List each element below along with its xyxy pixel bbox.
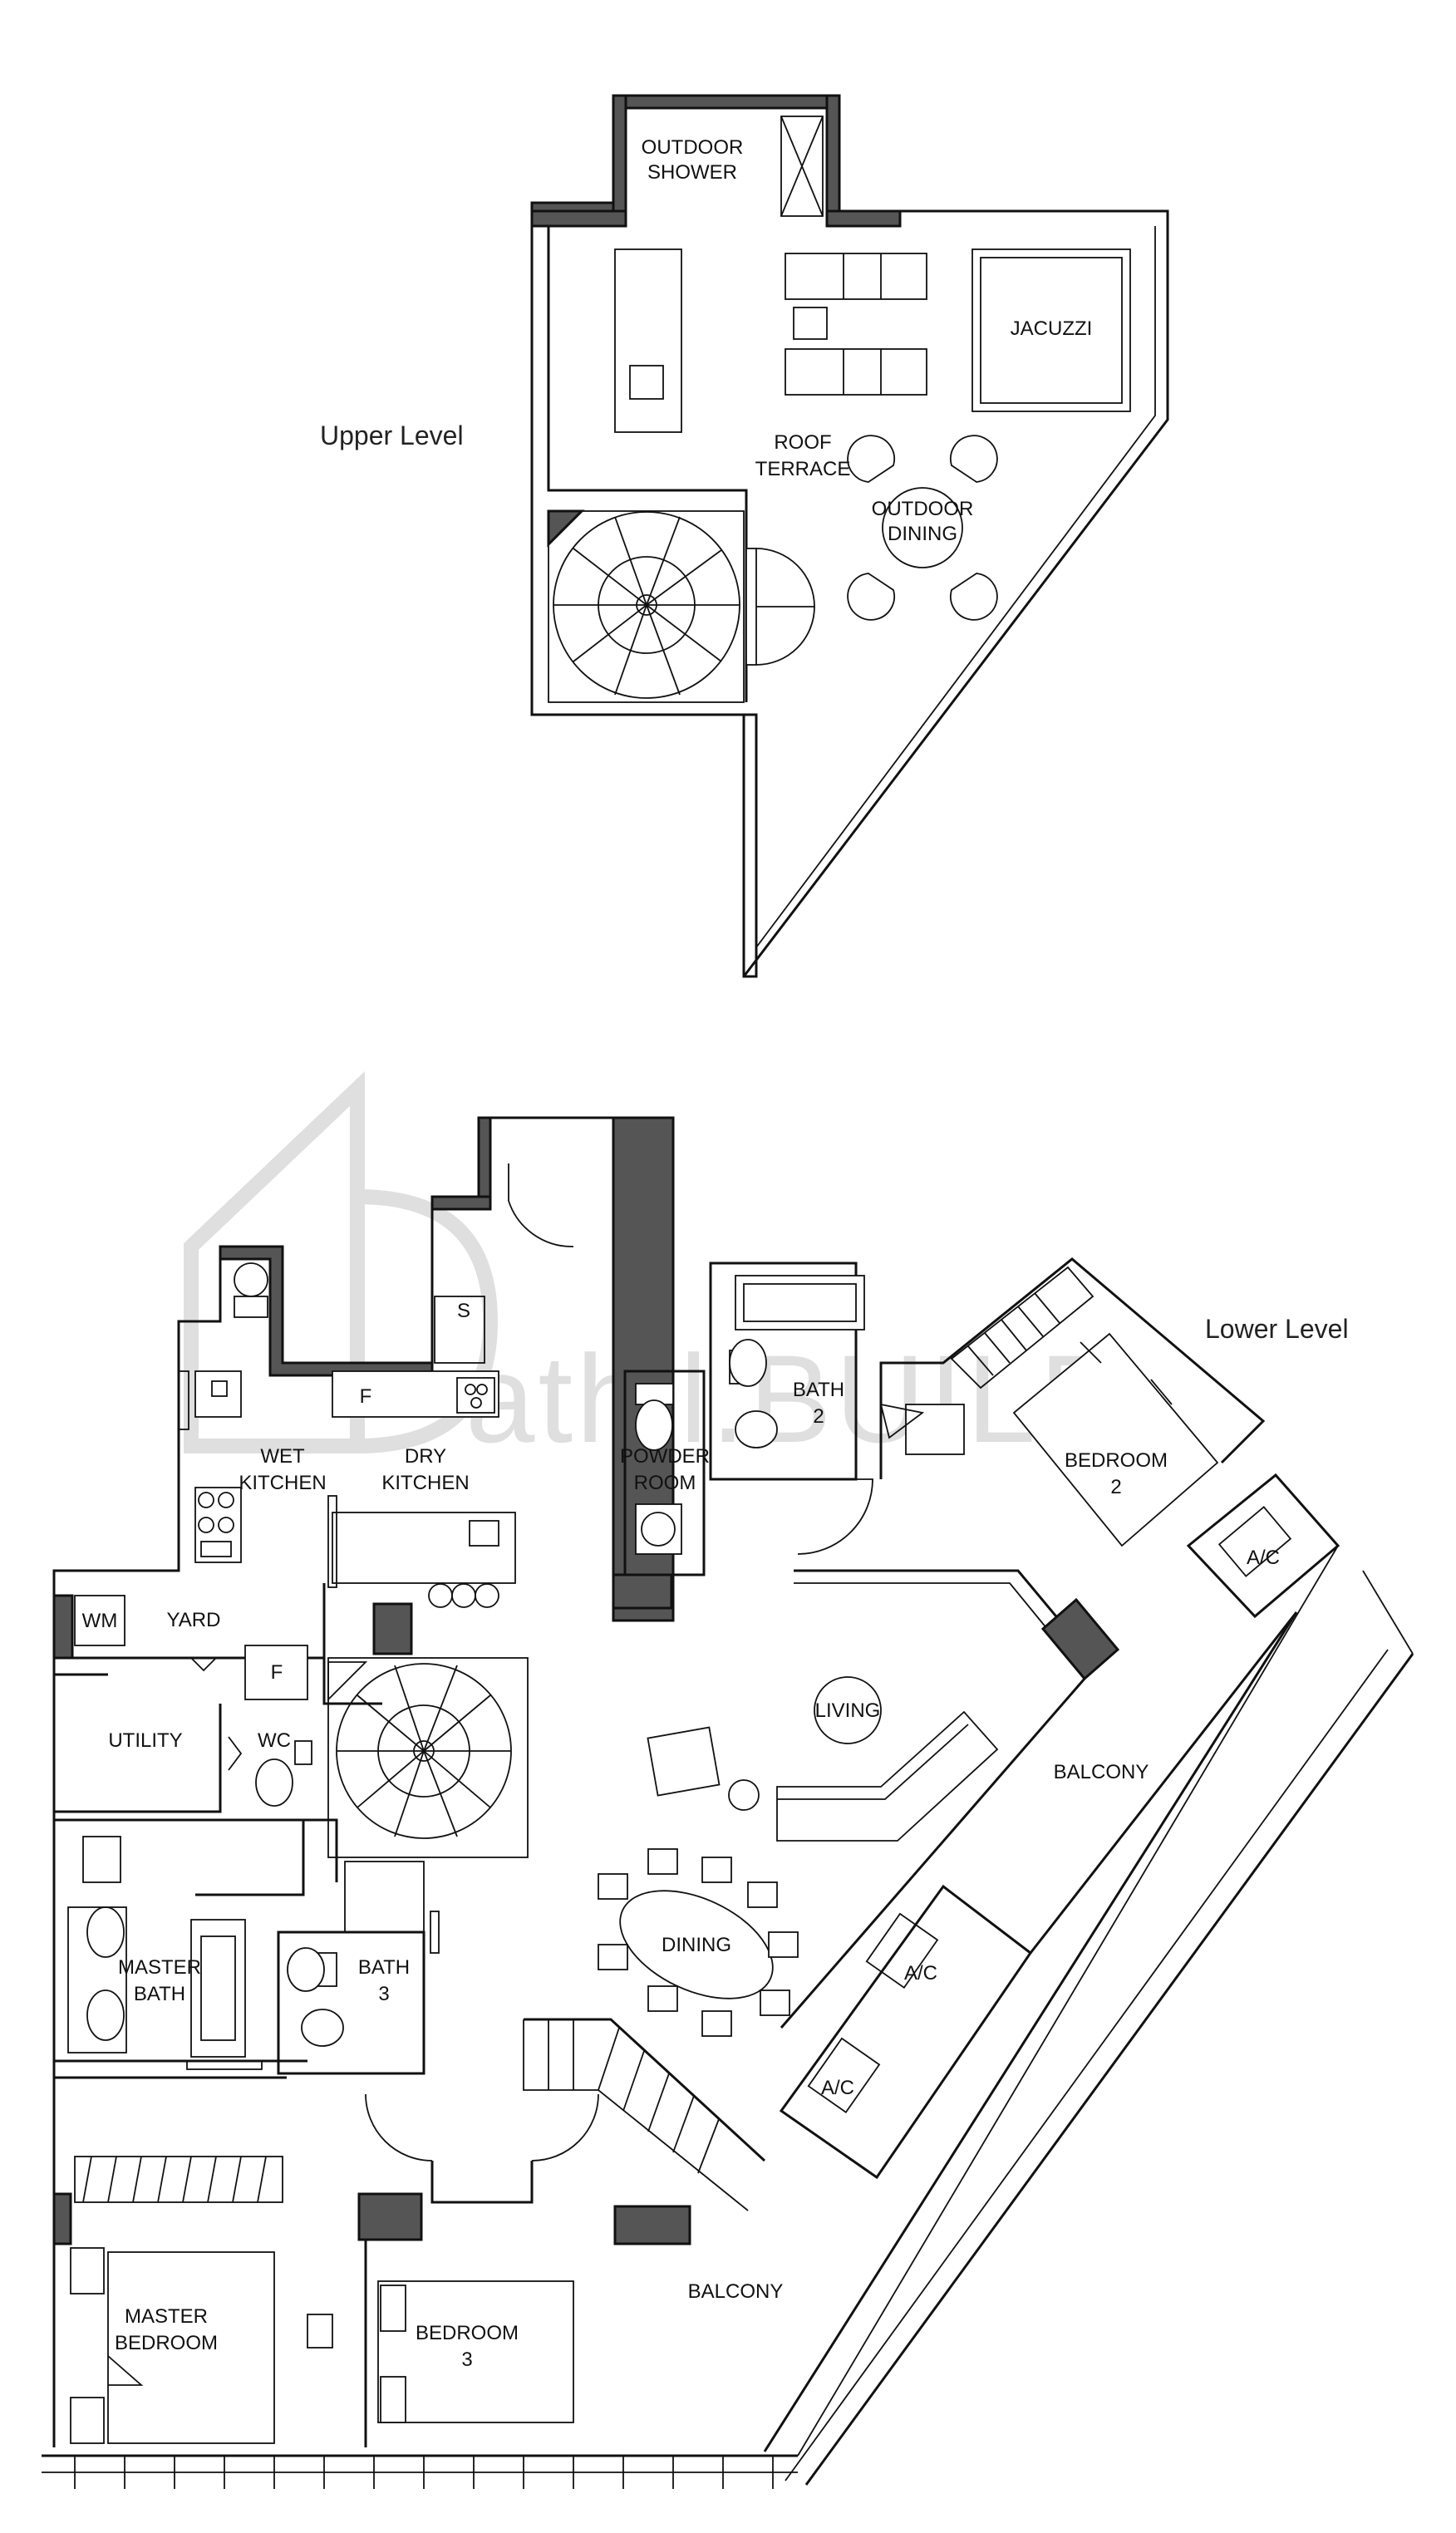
utility-label: UTILITY bbox=[108, 1729, 182, 1752]
upper-level-title: Upper Level bbox=[320, 421, 464, 450]
lower-level-title: Lower Level bbox=[1205, 1314, 1349, 1344]
jacuzzi-label: JACUZZI bbox=[1011, 317, 1093, 340]
watermark: athil.BUILD bbox=[184, 1071, 1133, 1468]
balcony-upper-label: BALCONY bbox=[1054, 1761, 1149, 1783]
watermark-text: athil.BUILD bbox=[465, 1329, 1133, 1468]
dining-label: DINING bbox=[662, 1934, 731, 1956]
ac-mid-label: A/C bbox=[904, 1962, 937, 1985]
fridge-kitchen-label: F bbox=[360, 1385, 372, 1408]
store-label: S bbox=[457, 1300, 470, 1322]
yard-label: YARD bbox=[167, 1609, 221, 1631]
wc-label: WC bbox=[258, 1729, 291, 1752]
ac-low-label: A/C bbox=[821, 2077, 854, 2099]
wm-label: WM bbox=[82, 1610, 118, 1632]
fridge-yard-label: F bbox=[271, 1661, 283, 1684]
ac-top-label: A/C bbox=[1247, 1547, 1280, 1569]
balcony-lower-label: BALCONY bbox=[688, 2280, 784, 2303]
living-label: LIVING bbox=[815, 1699, 881, 1722]
